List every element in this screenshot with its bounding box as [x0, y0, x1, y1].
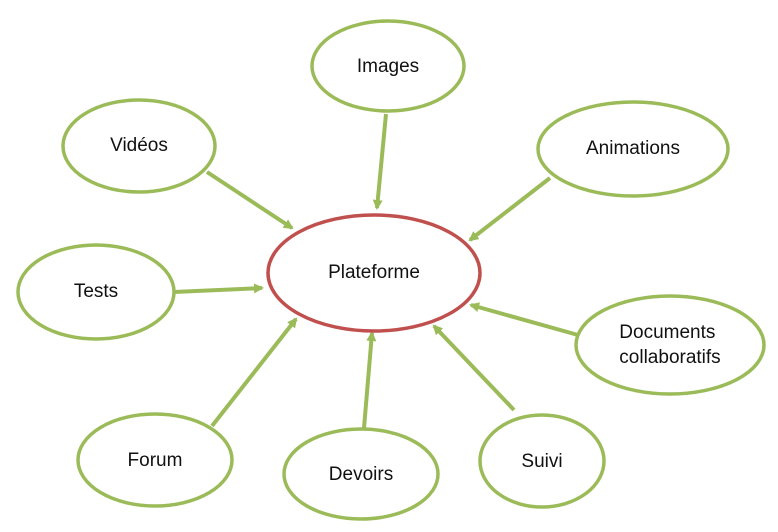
node-forum-shape [76, 412, 234, 508]
svg-text:Forum: Forum [128, 450, 183, 471]
node-documents-shape [574, 294, 766, 396]
node-tests-label: Tests [74, 281, 118, 302]
center-node-shape [266, 213, 482, 333]
svg-text:Suivi: Suivi [521, 451, 562, 472]
center-node: Plateforme [266, 213, 482, 333]
node-videos-label: Vidéos [110, 135, 168, 156]
node-videos: Vidéos [61, 98, 217, 194]
node-suivi: Suivi [478, 413, 606, 509]
node-suivi-label: Suivi [521, 451, 562, 472]
node-images-shape [310, 19, 466, 113]
arrow-videos [205, 170, 294, 230]
arrow-animations [468, 176, 552, 242]
arrow-devoirs [362, 331, 377, 429]
node-animations-label: Animations [586, 138, 680, 159]
node-images: Images [310, 19, 466, 113]
node-forum: Forum [76, 412, 234, 508]
node-devoirs-label: Devoirs [329, 464, 393, 485]
node-animations: Animations [536, 100, 730, 198]
node-tests-shape [16, 243, 176, 341]
node-animations-shape [536, 100, 730, 198]
svg-text:Documents collaboratifs: Documents collaboratifs [619, 322, 720, 368]
arrow-images [372, 113, 388, 210]
svg-text:Vidéos: Vidéos [110, 135, 168, 156]
svg-text:Animations: Animations [586, 138, 680, 159]
arrow-suivi [432, 324, 516, 412]
node-documents: Documents collaboratifs [574, 294, 766, 396]
node-forum-label: Forum [128, 450, 183, 471]
svg-text:Devoirs: Devoirs [329, 464, 393, 485]
node-documents-label-line2: collaboratifs [619, 347, 720, 368]
svg-text:Plateforme: Plateforme [328, 262, 420, 283]
node-documents-label-line1: Documents [619, 322, 715, 343]
svg-text:Images: Images [357, 56, 419, 77]
node-images-label: Images [357, 56, 419, 77]
arrow-tests [173, 283, 264, 294]
center-node-label: Plateforme [328, 262, 420, 283]
node-suivi-shape [478, 413, 606, 509]
arrow-forum [210, 317, 298, 428]
svg-text:Tests: Tests [74, 281, 118, 302]
node-devoirs-shape [282, 427, 440, 521]
node-devoirs: Devoirs [282, 427, 440, 521]
node-tests: Tests [16, 243, 176, 341]
arrow-documents [469, 302, 579, 337]
arrows [173, 113, 579, 429]
node-videos-shape [61, 98, 217, 194]
